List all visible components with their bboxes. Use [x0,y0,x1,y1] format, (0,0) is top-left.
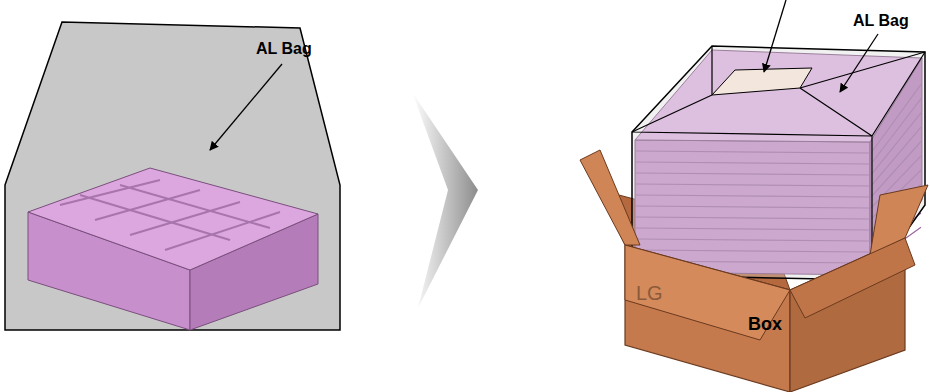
leader-line [210,64,282,150]
leader-line [840,34,878,92]
part-name: AL Bag [853,12,909,30]
process-arrow [412,92,478,308]
box-flap [625,245,790,340]
part-name: AL Bag [256,40,312,58]
leader-line [764,0,786,72]
label-sheet [712,68,812,95]
box [625,245,790,392]
part-name: Box [748,314,782,335]
box-flap [790,238,915,318]
al-bag [5,22,340,330]
box-flap [580,150,640,245]
logo-text: LG [636,282,663,305]
tray-stack [28,168,318,330]
